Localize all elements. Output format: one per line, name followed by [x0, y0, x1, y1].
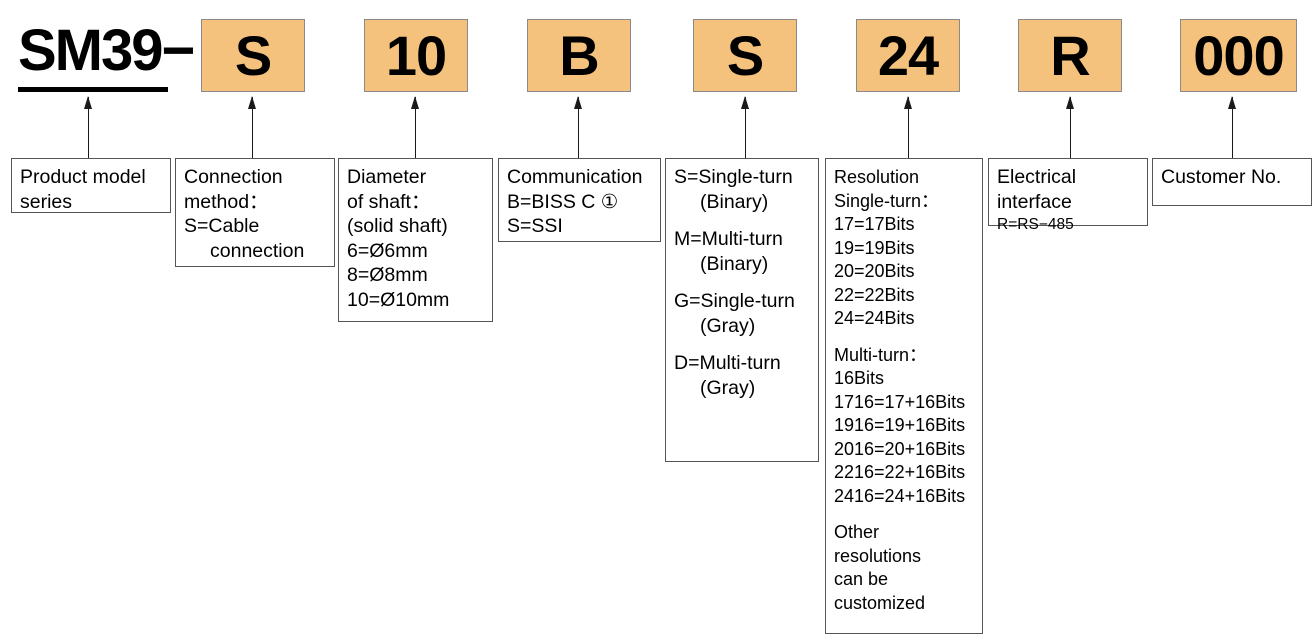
desc-line: Product model — [20, 166, 146, 188]
desc-line: 24=24Bits — [834, 308, 915, 328]
desc-line: Diameter — [347, 166, 427, 188]
code-cell-shaft-diameter: 10 — [364, 19, 468, 92]
desc-line: D=Multi-turn — [674, 352, 781, 374]
desc-line: B=BISS C ① — [507, 190, 619, 213]
desc-line: resolutions — [834, 545, 922, 566]
connector-arrow-customer-no — [1228, 96, 1236, 158]
desc-line: (Binary) — [700, 190, 769, 213]
desc-line: 10=Ø10mm — [347, 288, 450, 311]
desc-line: 1916=19+16Bits — [834, 415, 966, 435]
code-cell-communication: B — [527, 19, 631, 92]
connector-arrow-shaft-diameter — [411, 96, 419, 158]
connector-arrow-electrical-interface — [1066, 96, 1074, 158]
desc-line: can be — [834, 569, 889, 589]
desc-line: Resolution — [834, 167, 920, 187]
desc-line: 6=Ø6mm — [347, 239, 428, 262]
connector-arrow-communication — [574, 96, 582, 158]
desc-line: Communication — [507, 166, 643, 188]
connector-arrow-series-prefix — [84, 96, 92, 158]
desc-line: 2416=24+16Bits — [834, 485, 966, 506]
desc-line: 20=20Bits — [834, 261, 915, 281]
desc-line: 2016=20+16Bits — [834, 438, 966, 459]
desc-line: 1716=17+16Bits — [834, 391, 966, 412]
connector-arrow-turn-type — [741, 96, 749, 158]
text-gap — [834, 508, 975, 521]
connector-arrow-resolution — [904, 96, 912, 158]
desc-line: Electrical interface — [997, 166, 1082, 213]
code-cell-customer-no: 000 — [1180, 19, 1297, 92]
desc-line: Customer No. — [1161, 166, 1282, 188]
desc-line: of shaft： — [347, 190, 431, 213]
code-cell-turn-type: S — [693, 19, 797, 92]
text-gap — [674, 276, 811, 289]
desc-line: 22=22Bits — [834, 284, 915, 305]
text-gap — [674, 338, 811, 351]
desc-line: (Binary) — [700, 252, 769, 275]
desc-line: method： — [184, 190, 269, 213]
desc-line: M=Multi-turn — [674, 228, 783, 250]
code-cell-resolution: 24 — [856, 19, 960, 92]
desc-line: (solid shaft) — [347, 215, 448, 237]
desc-line: (Gray) — [700, 376, 756, 399]
desc-line: R=RS−485 — [997, 216, 1074, 233]
desc-line: customized — [834, 592, 926, 613]
desc-box-turn-type: S=Single-turn(Binary)M=Multi-turn(Binary… — [665, 158, 819, 462]
desc-line: Single-turn： — [834, 190, 940, 211]
desc-box-customer-no: Customer No. — [1152, 158, 1312, 206]
text-gap — [834, 331, 975, 344]
code-cell-connection: S — [201, 19, 305, 92]
desc-line: Connection — [184, 166, 283, 188]
desc-line: Multi-turn：16Bits — [834, 344, 928, 389]
desc-line: G=Single-turn — [674, 290, 795, 312]
desc-line: 8=Ø8mm — [347, 264, 428, 286]
desc-line: 19=19Bits — [834, 237, 915, 258]
desc-line: S=SSI — [507, 215, 563, 237]
desc-line: S=Cable — [184, 215, 260, 237]
desc-line: S=Single-turn — [674, 166, 793, 188]
desc-line: Other — [834, 522, 880, 542]
connector-arrow-connection — [248, 96, 256, 158]
desc-line: connection — [210, 239, 305, 262]
code-cell-series-prefix: SM39− — [18, 14, 195, 92]
text-gap — [674, 214, 811, 227]
desc-line: series — [20, 190, 73, 213]
desc-line: 2216=22+16Bits — [834, 462, 966, 482]
desc-line: 17=17Bits — [834, 214, 915, 234]
code-cell-electrical-interface: R — [1018, 19, 1122, 92]
desc-line: (Gray) — [700, 314, 756, 337]
